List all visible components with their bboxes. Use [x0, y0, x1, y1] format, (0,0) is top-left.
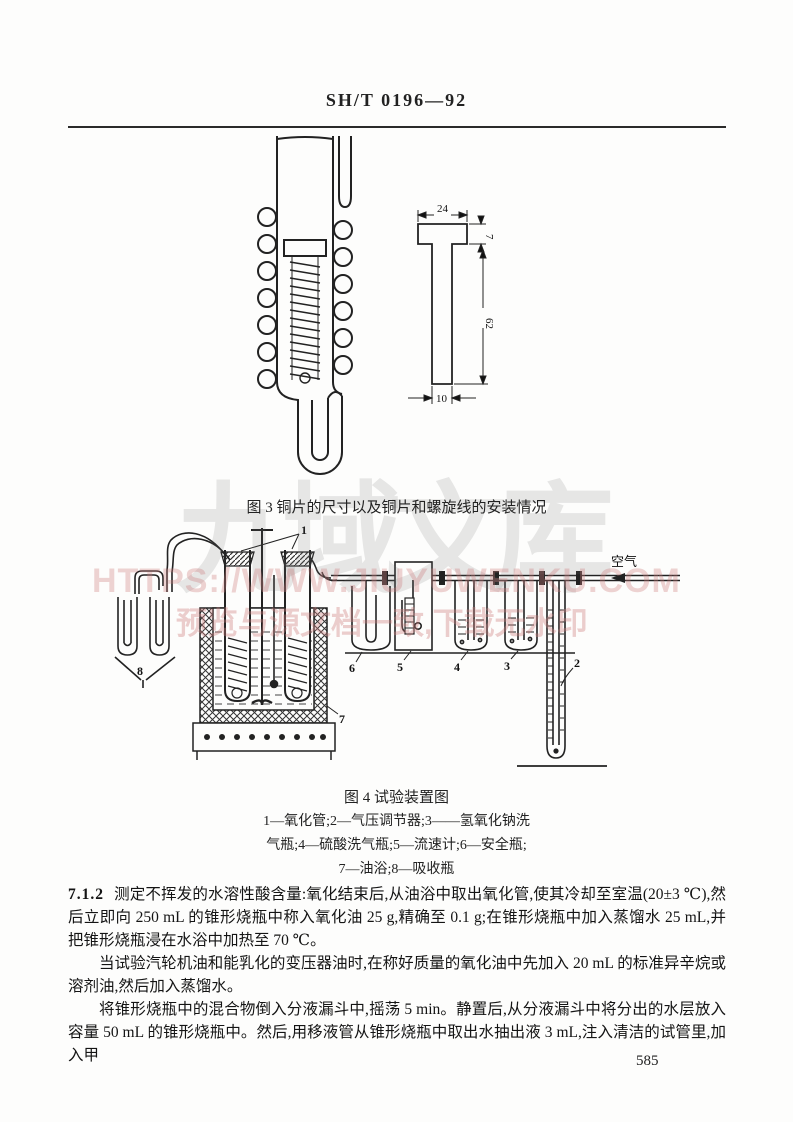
standard-code-header: SH/T 0196—92 — [325, 90, 468, 110]
label-acid-bottle: 4 — [454, 660, 460, 674]
header-rule — [68, 126, 726, 128]
dim-head-height: 7 — [483, 234, 495, 240]
thermometer — [269, 575, 279, 689]
safety-bottle — [351, 580, 391, 651]
clause-text: 测定不挥发的水溶性酸含量:氧化结束后,从油浴中取出氧化管,使其冷却至室温(20±… — [68, 886, 726, 949]
dim-top-width: 24 — [437, 203, 449, 215]
paragraph-3: 将锥形烧瓶中的混合物倒入分液漏斗中,摇荡 5 min。静置后,从分液漏斗中将分出… — [68, 1001, 726, 1064]
label-oil-bath: 7 — [339, 712, 345, 726]
air-arrow — [611, 573, 625, 583]
figure4-caption: 图 4 试验装置图 — [343, 790, 449, 806]
tube-top-edge — [276, 136, 334, 140]
copper-strip — [283, 239, 327, 257]
paragraph-2: 当试验汽轮机油和能乳化的变压器油时,在称好质量的氧化油中先加入 20 mL 的标… — [68, 955, 726, 995]
side-tube — [338, 136, 352, 209]
page-number: 585 — [636, 1053, 659, 1069]
figure3-drawing: 24 7 62 10 — [240, 132, 510, 492]
oxidation-tubes — [220, 550, 315, 703]
gas-outlet-tubing — [134, 532, 231, 594]
label-naoh-bottle: 3 — [504, 659, 510, 673]
acid-wash-bottle — [454, 580, 488, 651]
dimension-lines — [408, 210, 488, 404]
spiral-wire-loops — [257, 207, 353, 389]
heater-base — [192, 722, 336, 760]
legend-line-3: 7—油浴;8—吸收瓶 — [338, 862, 455, 877]
label-pressure-regulator: 2 — [574, 656, 580, 670]
absorption-bottles — [114, 597, 176, 688]
u-bend — [276, 381, 343, 475]
label-oxidation-tube: 1 — [301, 523, 307, 537]
air-inlet-label: 空气 — [611, 554, 637, 569]
stopper-left — [220, 551, 255, 567]
legend-line-1: 1—氧化管;2—气压调节器;3——氢氧化钠洗 — [263, 814, 530, 829]
tube-joints — [382, 571, 582, 585]
label-flow-meter: 5 — [397, 660, 403, 674]
flow-meter — [394, 561, 433, 651]
naoh-wash-bottle — [504, 580, 538, 651]
figure4-drawing: 1 2 3 4 5 6 7 8 空气 — [55, 520, 735, 775]
label-leaders — [240, 533, 574, 715]
stopper-right — [280, 551, 315, 567]
figure3-caption: 图 3 铜片的尺寸以及铜片和螺旋线的安装情况 — [246, 500, 547, 516]
strip-outline — [417, 223, 468, 385]
label-safety-bottle: 6 — [349, 661, 355, 675]
clause-number: 7.1.2 — [68, 886, 104, 903]
legend-line-2: 气瓶;4—硫酸洗气瓶;5—流速计;6—安全瓶; — [266, 838, 527, 853]
pressure-regulator — [546, 580, 566, 759]
label-absorption-bottle: 8 — [137, 664, 143, 678]
stirrer — [251, 528, 273, 706]
dim-tail-width: 10 — [436, 393, 448, 405]
dim-body-length: 62 — [483, 318, 495, 329]
figure4-legend: 1—氧化管;2—气压调节器;3——氢氧化钠洗 气瓶;4—硫酸洗气瓶;5—流速计;… — [0, 810, 793, 882]
coil — [289, 256, 321, 384]
funnel — [114, 656, 176, 688]
